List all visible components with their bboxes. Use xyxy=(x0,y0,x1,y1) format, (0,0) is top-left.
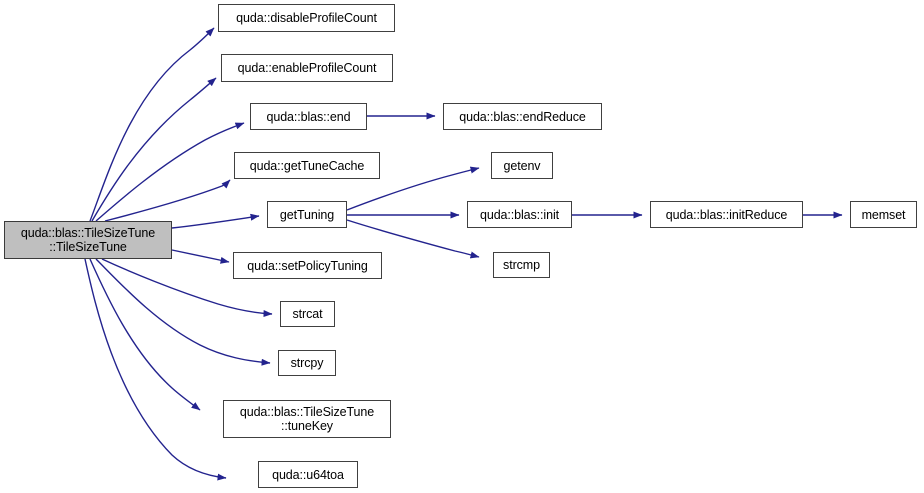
call-edge-root-to-blasEnd xyxy=(95,122,245,222)
graph-node-label: memset xyxy=(861,207,906,222)
call-edge-root-to-getTuneCache xyxy=(104,179,231,222)
graph-node-label: quda::enableProfileCount xyxy=(237,61,377,75)
graph-node-blasInit[interactable]: quda::blas::init xyxy=(467,201,572,228)
graph-node-label: quda::blas::endReduce xyxy=(459,109,586,124)
graph-node-label: quda::blas::TileSizeTune ::TileSizeTune xyxy=(20,226,156,254)
call-edge-root-to-disableProfile xyxy=(89,27,215,222)
call-edge-root-to-u64toa xyxy=(84,258,227,481)
graph-node-u64toa[interactable]: quda::u64toa xyxy=(258,461,358,488)
graph-node-label: quda::setPolicyTuning xyxy=(247,258,368,273)
call-edge-root-to-strcpy xyxy=(95,258,271,366)
graph-node-label: strcat xyxy=(292,307,323,321)
graph-node-root[interactable]: quda::blas::TileSizeTune ::TileSizeTune xyxy=(4,221,172,259)
call-edge-getTuning-to-getenv xyxy=(346,166,480,211)
graph-node-strcmp[interactable]: strcmp xyxy=(493,252,550,278)
graph-node-label: strcmp xyxy=(503,258,540,272)
graph-node-label: quda::blas::init xyxy=(479,207,559,222)
graph-node-label: quda::getTuneCache xyxy=(249,158,365,173)
graph-node-getTuneCache[interactable]: quda::getTuneCache xyxy=(234,152,380,179)
graph-node-initReduce[interactable]: quda::blas::initReduce xyxy=(650,201,803,228)
graph-node-label: quda::blas::TileSizeTune ::tuneKey xyxy=(239,405,375,433)
graph-node-getTuning[interactable]: getTuning xyxy=(267,201,347,228)
graph-node-getenv[interactable]: getenv xyxy=(491,152,553,179)
graph-node-tuneKey[interactable]: quda::blas::TileSizeTune ::tuneKey xyxy=(223,400,391,438)
graph-node-label: quda::blas::initReduce xyxy=(665,207,788,222)
graph-node-label: getTuning xyxy=(279,207,335,222)
graph-node-strcpy[interactable]: strcpy xyxy=(278,350,336,376)
graph-node-label: quda::u64toa xyxy=(272,467,344,482)
call-edge-root-to-strcat xyxy=(101,258,273,318)
call-edge-getTuning-to-strcmp xyxy=(346,219,480,259)
graph-node-label: quda::disableProfileCount xyxy=(236,11,377,25)
call-edge-root-to-setPolicyTuning xyxy=(171,249,230,264)
graph-node-strcat[interactable]: strcat xyxy=(280,301,335,327)
graph-node-label: quda::blas::end xyxy=(266,109,351,124)
graph-node-disableProfile[interactable]: quda::disableProfileCount xyxy=(218,4,395,32)
graph-node-blasEnd[interactable]: quda::blas::end xyxy=(250,103,367,130)
graph-node-memset[interactable]: memset xyxy=(850,201,917,228)
graph-node-label: strcpy xyxy=(290,356,324,370)
graph-node-enableProfile[interactable]: quda::enableProfileCount xyxy=(221,54,393,82)
call-edge-root-to-getTuning xyxy=(171,213,260,229)
call-edge-root-to-enableProfile xyxy=(91,77,217,222)
call-edge-root-to-tuneKey xyxy=(89,258,201,411)
graph-node-label: getenv xyxy=(503,158,541,173)
graph-node-endReduce[interactable]: quda::blas::endReduce xyxy=(443,103,602,130)
edge-group xyxy=(84,27,843,481)
graph-node-setPolicyTuning[interactable]: quda::setPolicyTuning xyxy=(233,252,382,279)
